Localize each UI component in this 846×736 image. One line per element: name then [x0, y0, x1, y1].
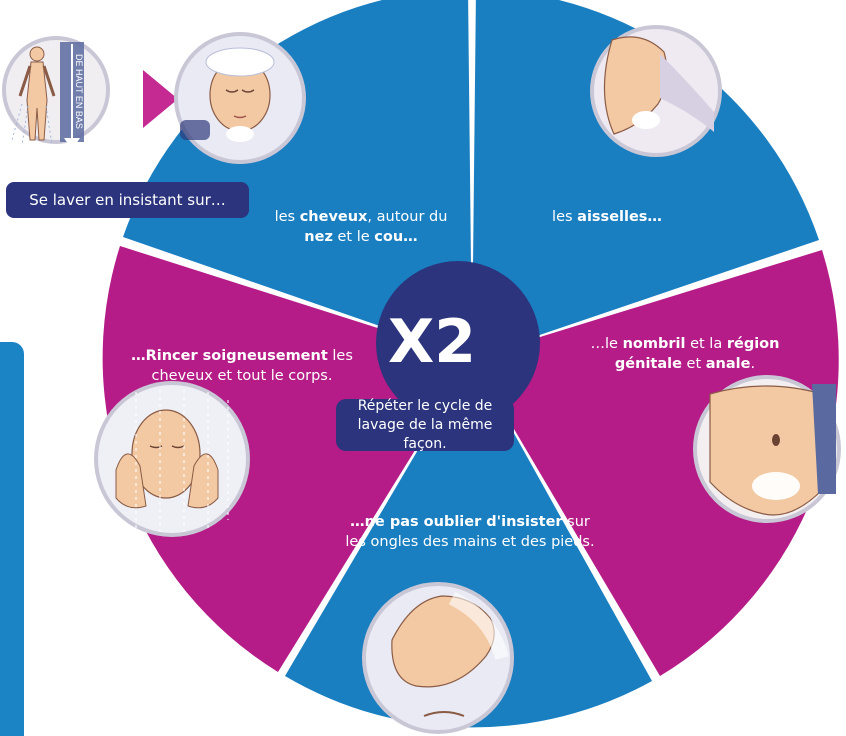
- caption-navel-text: …le: [591, 336, 623, 352]
- caption-armpits: les aisselles…: [512, 207, 702, 227]
- caption-nails: …ne pas oublier d'insister sur les ongle…: [344, 512, 596, 552]
- caption-rinse-bold: …Rincer soigneusement: [131, 348, 328, 364]
- caption-hair-bold: nez: [304, 229, 333, 245]
- repeat-cycle-text: Répéter le cycle de lavage de la même fa…: [336, 397, 514, 454]
- caption-navel-bold: nombril: [623, 336, 686, 352]
- caption-hair-bold: cou…: [374, 229, 417, 245]
- caption-hair-text: et le: [333, 229, 374, 245]
- rinse-face-icon: [96, 383, 248, 535]
- face-hair-icon: [176, 34, 304, 162]
- body-figure-icon: [4, 38, 108, 150]
- caption-hair-text: les: [275, 209, 300, 225]
- abdomen-icon: [695, 377, 839, 521]
- caption-hair: les cheveux, autour du nez et le cou…: [262, 207, 460, 247]
- hand-icon: [364, 584, 512, 732]
- caption-hair-text: , autour du: [367, 209, 447, 225]
- caption-navel-bold: anale: [706, 356, 751, 372]
- caption-navel-text: .: [750, 356, 755, 372]
- caption-navel-text: et: [682, 356, 706, 372]
- figure-label: DE HAUT EN BAS: [74, 54, 84, 129]
- caption-navel: …le nombril et la région génitale et ana…: [560, 334, 810, 374]
- repeat-cycle-box: Répéter le cycle de lavage de la même fa…: [336, 399, 514, 451]
- multiplier-label: X2: [388, 304, 528, 380]
- caption-armpits-text: les: [552, 209, 577, 225]
- caption-hair-bold: cheveux: [300, 209, 368, 225]
- caption-armpits-bold: aisselles…: [577, 209, 662, 225]
- pointer-arrow-icon: [143, 70, 178, 128]
- intro-pill: Se laver en insistant sur…: [6, 182, 249, 218]
- caption-rinse: …Rincer soigneusement les cheveux et tou…: [106, 346, 378, 386]
- caption-nails-bold: …ne pas oublier d'insister: [350, 514, 562, 530]
- armpit-icon: [592, 27, 720, 155]
- caption-navel-text: et la: [685, 336, 726, 352]
